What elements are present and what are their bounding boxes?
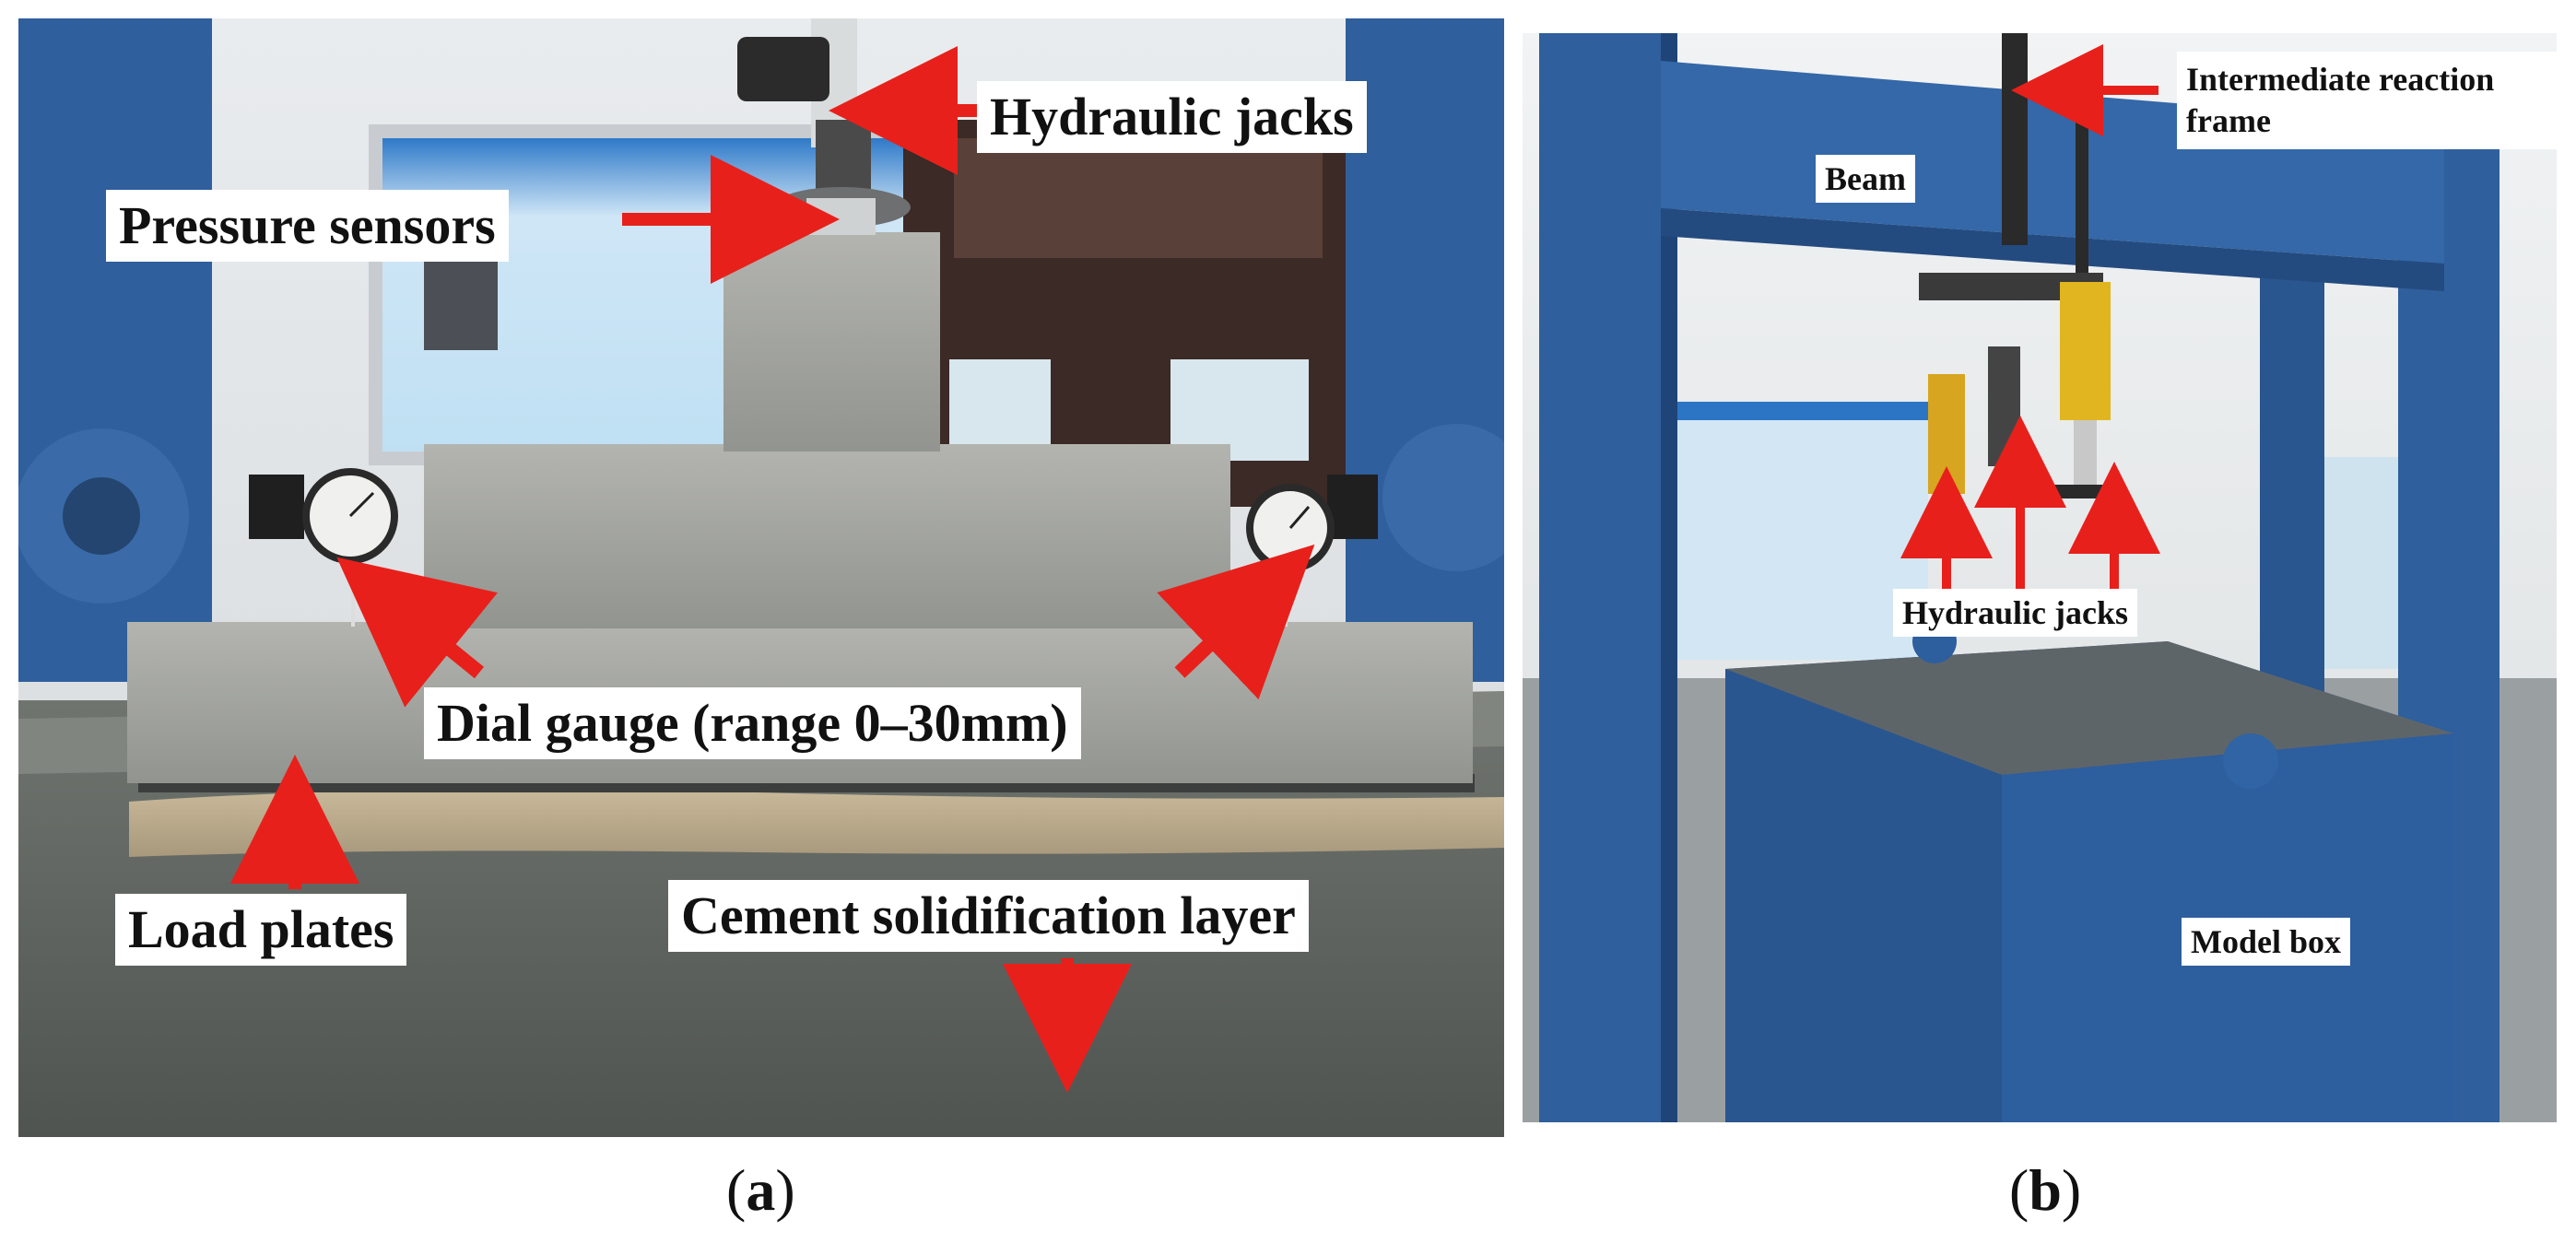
photo-panel-a: Hydraulic jacks Pressure sensors Dial ga…: [18, 18, 1504, 1137]
label-cement-layer: Cement solidification layer: [668, 880, 1309, 952]
label-load-plates: Load plates: [115, 894, 407, 966]
caption-b-letter: b: [2029, 1157, 2062, 1223]
arrow-dial-gauge-left: [336, 557, 498, 708]
caption-a: (a): [726, 1157, 795, 1223]
annotation-arrows: [230, 46, 1315, 1093]
label-hydraulic-jacks-a: Hydraulic jacks: [977, 81, 1367, 153]
test-setup-photo-a: [18, 18, 1504, 1137]
arrow-dial-gauge-right: [1157, 544, 1315, 700]
caption-a-letter: a: [746, 1157, 776, 1223]
test-setup-photo-b: [1523, 33, 2557, 1122]
label-model-box: Model box: [2182, 918, 2351, 966]
annotation-arrows-b: [1900, 44, 2160, 591]
caption-b: (b): [2009, 1157, 2082, 1223]
label-dial-gauge: Dial gauge (range 0–30mm): [424, 687, 1081, 759]
label-reaction-frame: Intermediate reaction frame: [2177, 52, 2557, 149]
label-hydraulic-jacks-b: Hydraulic jacks: [1893, 589, 2138, 637]
photo-panel-b: Intermediate reaction frame Beam Hydraul…: [1523, 33, 2557, 1122]
label-beam: Beam: [1816, 155, 1915, 203]
label-pressure-sensors: Pressure sensors: [106, 190, 509, 262]
